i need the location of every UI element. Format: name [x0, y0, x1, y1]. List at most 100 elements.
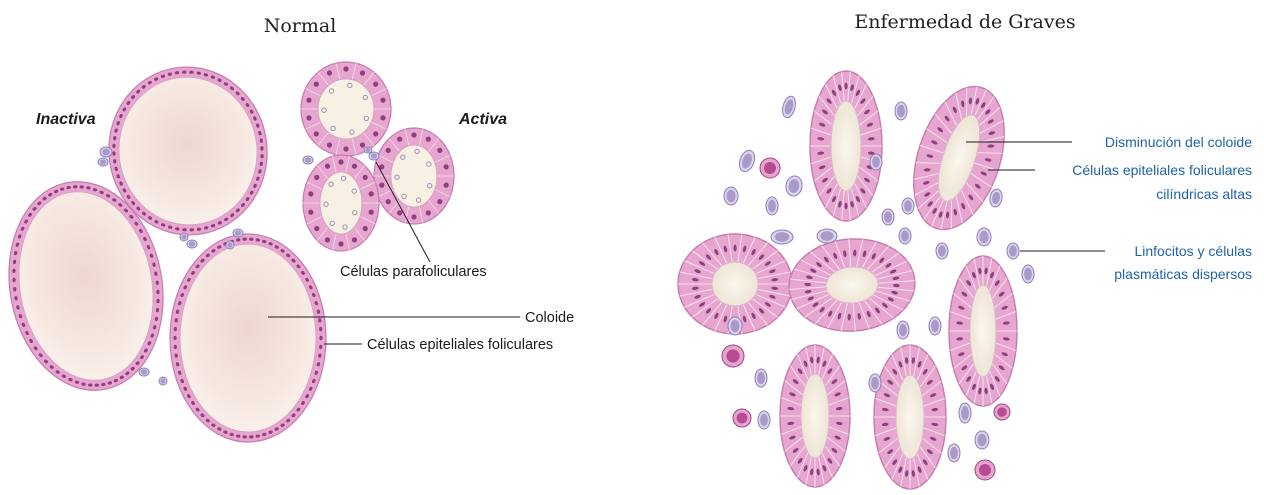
colloid [970, 285, 996, 377]
plasma-cell-nucleus [979, 464, 991, 476]
nucleus [327, 142, 332, 147]
graves-follicle [810, 71, 882, 221]
lymphocyte [758, 411, 770, 429]
lymphocyte-nucleus [181, 234, 186, 240]
tall-cells-label-line1: Células epiteliales foliculares [1072, 162, 1252, 178]
lymphocyte [895, 102, 907, 120]
nucleus [338, 241, 343, 246]
graves-follicle [780, 345, 850, 487]
follicular-epithelial-label: Células epiteliales foliculares [367, 337, 553, 353]
colloid [180, 244, 316, 432]
colloid [712, 262, 758, 306]
nucleus [379, 183, 384, 188]
nucleus [369, 191, 374, 196]
nucleus [325, 164, 330, 169]
nucleus [733, 245, 736, 252]
lymphocyte [233, 229, 243, 237]
lymphocyte [180, 233, 188, 241]
nucleus [352, 164, 357, 169]
nucleus [319, 336, 322, 340]
nucleus [314, 131, 319, 136]
plasma-cell-nucleus [726, 349, 739, 362]
colloid [320, 172, 362, 234]
lymphocyte [977, 228, 991, 246]
lymphocyte-nucleus [871, 377, 879, 390]
lymph-label-line2: plasmáticas dispersos [1114, 266, 1252, 282]
nucleus [386, 148, 391, 153]
lymphocyte [989, 188, 1004, 208]
lymphocyte-nucleus [977, 434, 986, 447]
lymphocyte-nucleus [897, 105, 905, 118]
graves-follicle [786, 235, 918, 336]
nucleus [426, 210, 431, 215]
lymphocyte [724, 187, 738, 205]
lymphocyte [869, 374, 881, 392]
graves-title: Enfermedad de Graves [854, 11, 1075, 33]
lymphocyte [226, 241, 234, 249]
lymphocyte-nucleus [884, 211, 892, 222]
nucleus [363, 175, 368, 180]
nucleus [844, 83, 847, 90]
lymphocyte [899, 228, 911, 244]
lymphocyte [948, 444, 960, 462]
nucleus [308, 210, 313, 215]
lymphocyte-nucleus [899, 324, 907, 337]
colloid [896, 375, 924, 459]
colloid [391, 145, 437, 207]
lymphocyte-nucleus [979, 231, 988, 244]
lymphocyte-nucleus [235, 230, 242, 236]
nucleus [306, 115, 311, 120]
lymphocyte [98, 158, 108, 166]
lymphocyte-nucleus [305, 157, 312, 163]
nucleus [338, 159, 343, 164]
lymphocyte [817, 229, 837, 243]
plasma-cell-nucleus [764, 162, 776, 174]
lymphocyte [882, 209, 894, 225]
lymphocyte [1022, 265, 1034, 283]
lymphocyte-nucleus [961, 406, 969, 420]
lymphocyte-nucleus [160, 378, 165, 384]
active-label: Activa [458, 111, 507, 128]
nucleus [327, 70, 332, 75]
parafollicular-label: Células parafoliculares [340, 264, 487, 280]
lymphocyte [959, 403, 971, 423]
lymphocyte [737, 148, 758, 173]
nucleus [360, 70, 365, 75]
lymphocyte-nucleus [730, 320, 739, 333]
nucleus [373, 82, 378, 87]
lymphocyte [303, 156, 313, 164]
plasma-cell-nucleus [997, 407, 1007, 417]
graves-follicle [897, 75, 1021, 241]
nucleus [444, 164, 449, 169]
lymphocyte-nucleus [227, 242, 232, 248]
nucleus [173, 336, 176, 340]
graves-follicle [949, 256, 1017, 406]
lymphocyte [369, 152, 379, 160]
lymphocyte-nucleus [775, 232, 789, 242]
lymphocyte-nucleus [141, 369, 148, 375]
nucleus [325, 237, 330, 242]
lymphocyte [364, 147, 372, 153]
normal-title: Normal [264, 15, 337, 37]
lymphocyte [728, 317, 742, 335]
lymphocyte-nucleus [726, 190, 735, 203]
active-follicle [374, 128, 454, 224]
nucleus [373, 131, 378, 136]
inactive-label: Inactiva [36, 111, 96, 128]
nucleus [844, 203, 847, 210]
nucleus [411, 214, 416, 219]
lymphocyte-nucleus [189, 241, 196, 247]
follicle [170, 234, 326, 442]
lymphocyte-nucleus [931, 320, 939, 333]
nucleus [397, 137, 402, 142]
lymphocyte-nucleus [950, 447, 958, 460]
lymphocyte-nucleus [1024, 268, 1032, 281]
nucleus [411, 132, 416, 137]
lymphocyte [897, 321, 909, 339]
nucleus [437, 199, 442, 204]
plasma-cell [994, 404, 1010, 420]
plasma-cell [975, 460, 995, 480]
nucleus [308, 191, 313, 196]
nucleus [380, 115, 385, 120]
